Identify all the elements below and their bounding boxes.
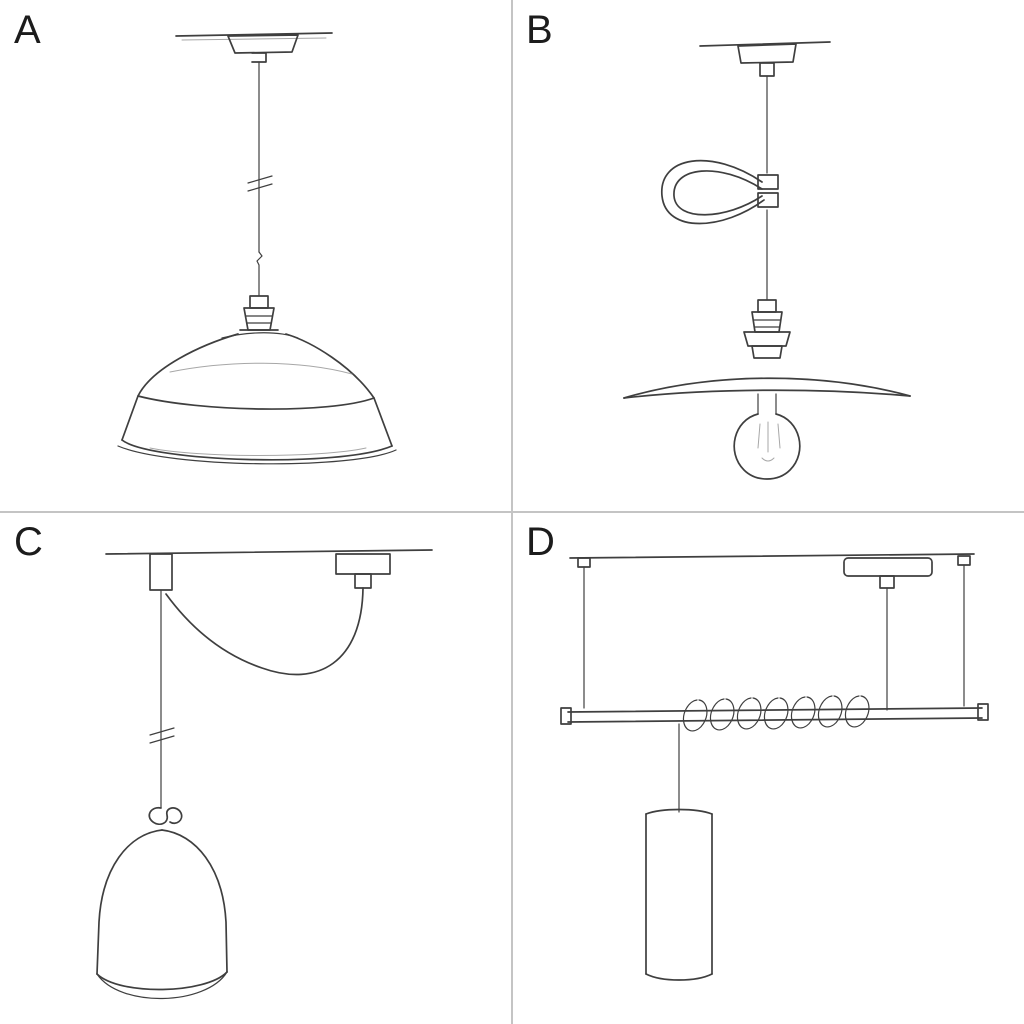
flat-plate-pendant-with-bulb-sketch [623, 41, 911, 480]
panel-c: C [0, 512, 512, 1024]
panel-a: A [0, 0, 512, 512]
panel-d: D [512, 512, 1024, 1024]
bar-pendant-tube-shade-sketch [560, 553, 989, 981]
panel-label: D [526, 520, 556, 564]
swag-bell-shade-pendant-sketch [96, 549, 433, 1000]
industrial-bowl-pendant-sketch [117, 32, 397, 465]
panel-b: B [512, 0, 1024, 512]
panel-label: A [14, 8, 42, 52]
panel-label: C [14, 520, 44, 564]
panel-label: B [526, 8, 554, 52]
horizontal-divider [0, 511, 1024, 513]
